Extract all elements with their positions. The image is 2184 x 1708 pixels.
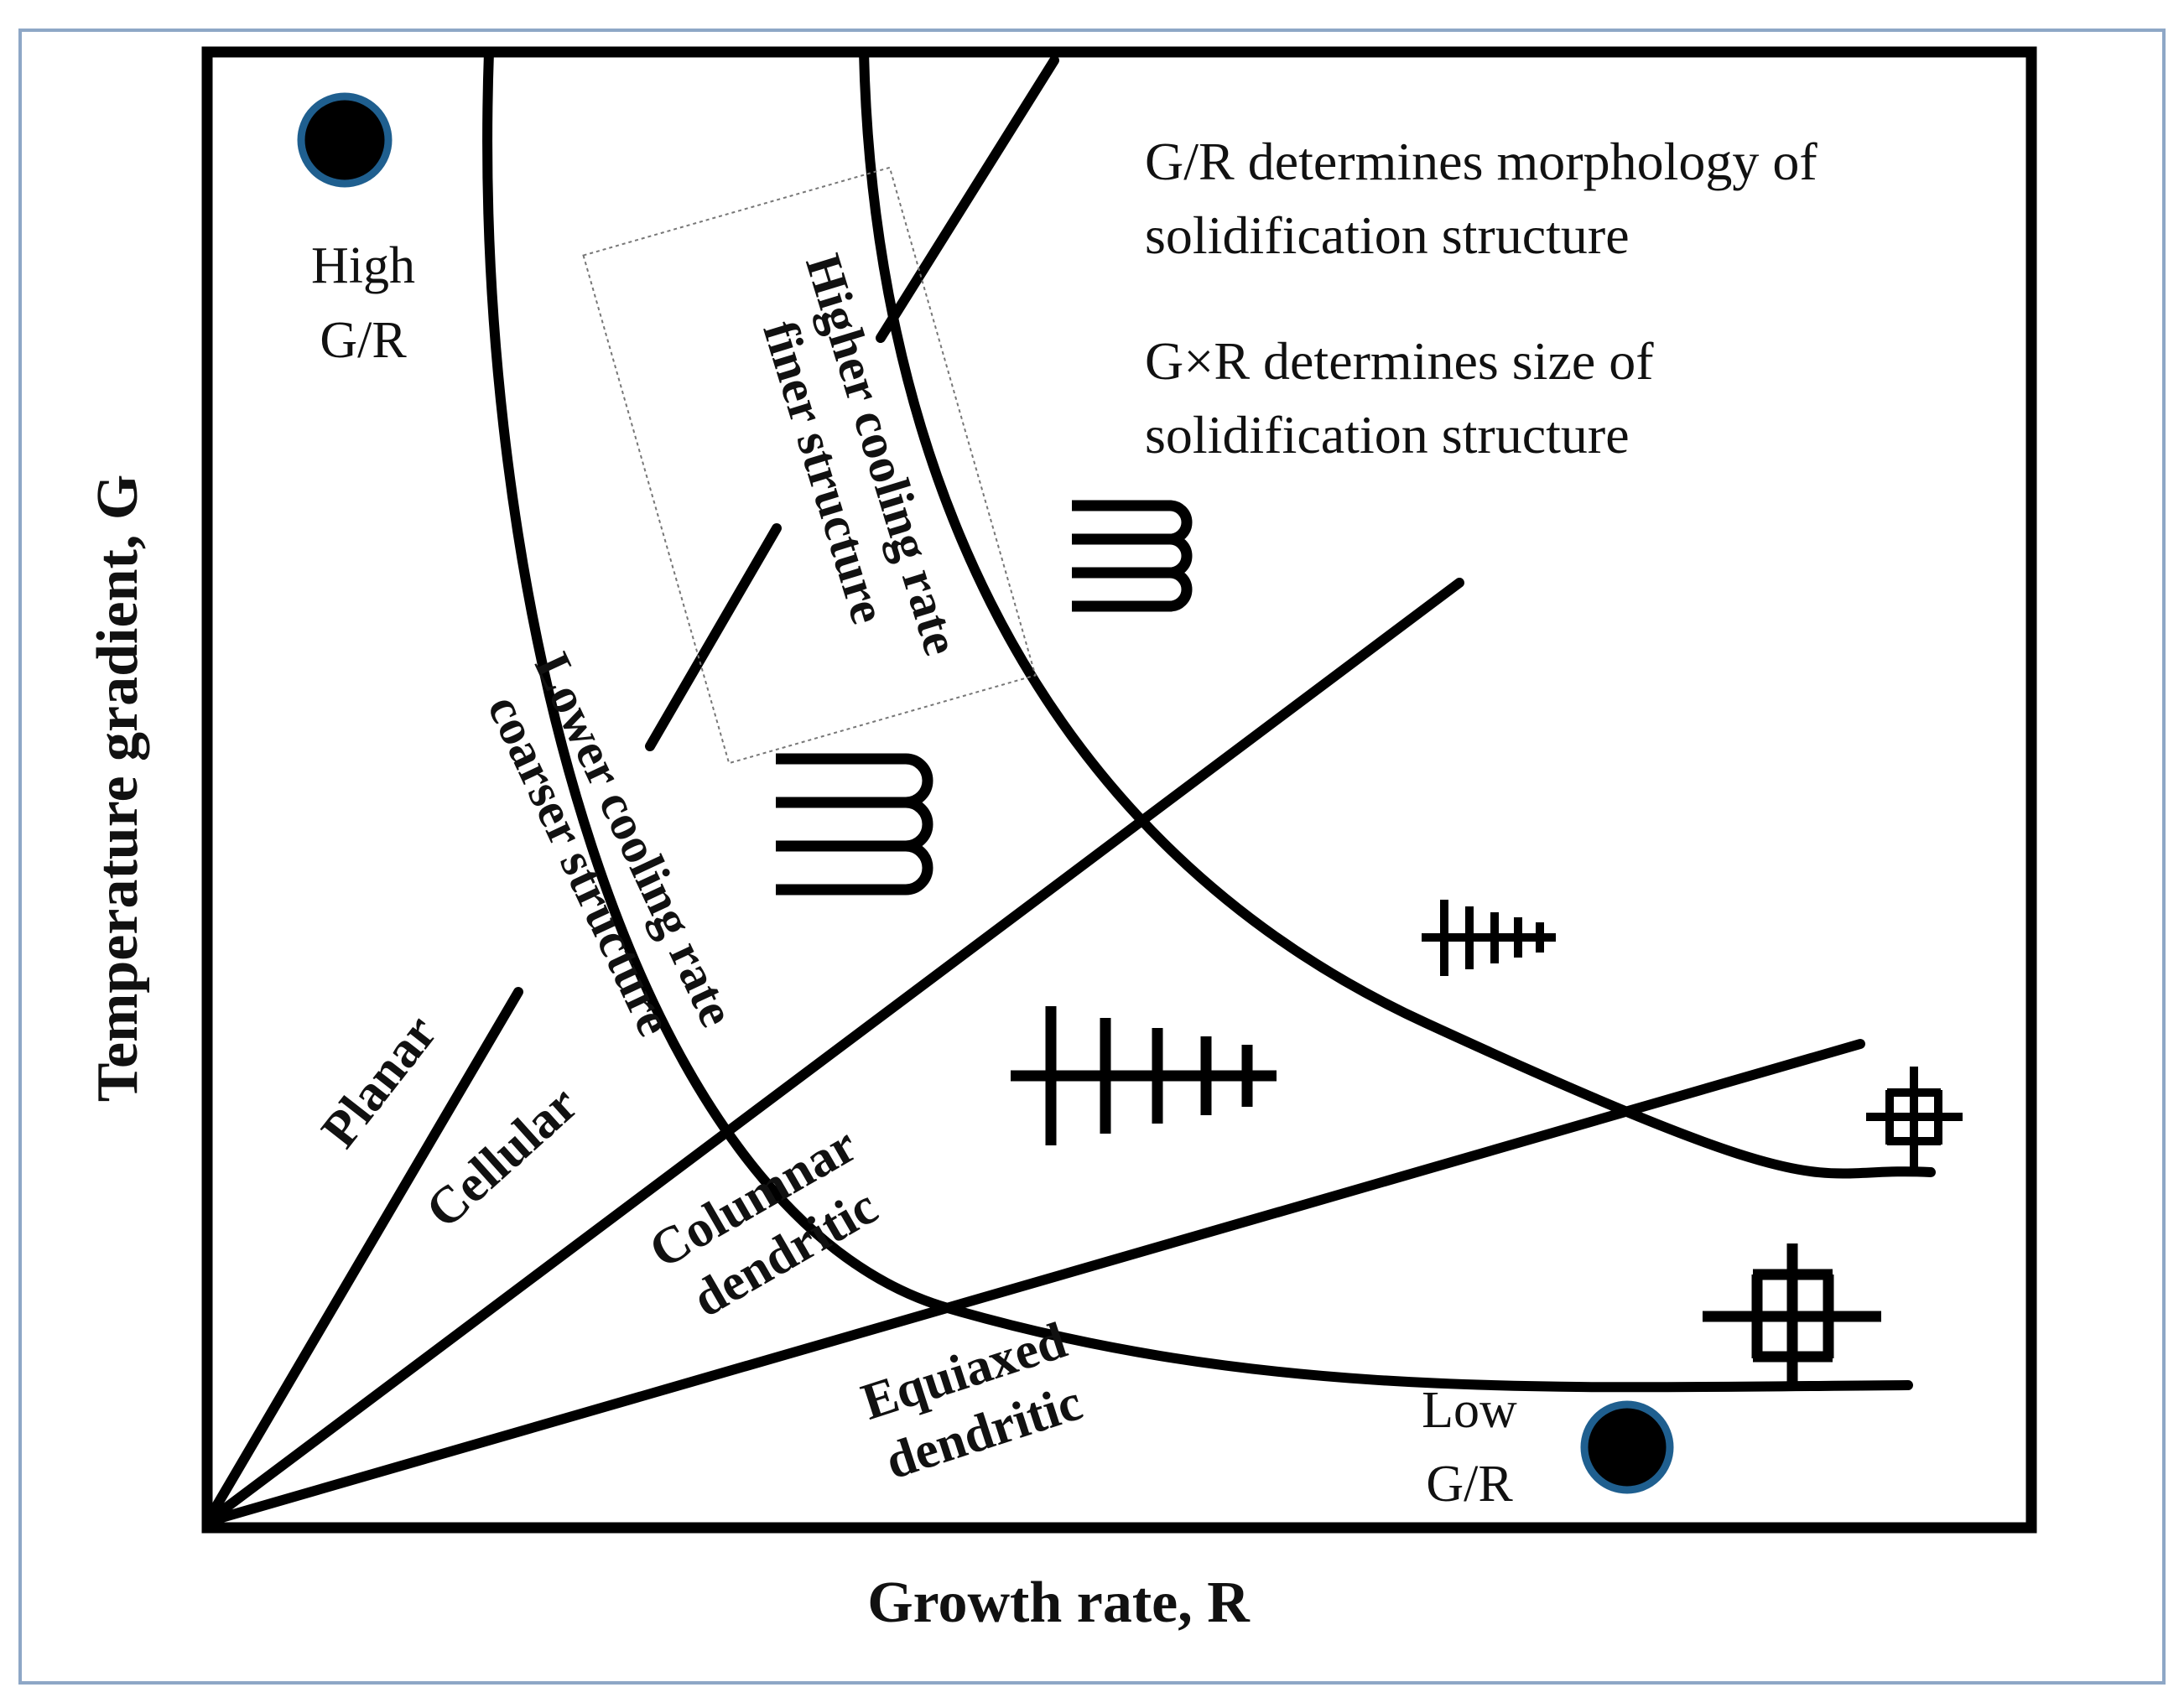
planar-cellular-boundary-line [202,987,523,1527]
fine-columnar-dendrite-icon [1422,900,1556,976]
cellular-region-label: Cellular [415,1075,589,1239]
low-gr-label-line2: G/R [1426,1456,1513,1513]
gr-ratio-note-line1: G/R determines morphology of [1145,132,1817,191]
coarse-columnar-dendrite-icon [1011,1006,1277,1145]
fine-cellular-structure-icon [1072,500,1193,612]
plot-box [201,46,2037,1534]
x-axis-label: Growth rate, R [867,1570,1251,1635]
fine-equiaxed-dendrite-icon [1866,1067,1963,1167]
coarse-cellular-structure-icon [776,753,933,896]
high-gr-label-line1: High [311,237,415,294]
high-gr-marker [297,92,393,188]
higher-cooling-rate-curve [859,47,1936,1179]
low-gr-marker [1580,1400,1674,1494]
higher-cooling-leader-line [645,523,782,751]
high-gr-label-line2: G/R [320,312,407,369]
low-gr-label-line1: Low [1422,1382,1517,1439]
gr-ratio-note-line2: solidification structure [1145,205,1630,265]
gxr-note-line2: solidification structure [1145,405,1630,465]
lower-cooling-rate-curve [482,47,1913,1393]
gr-ratio-leader-line [876,55,1059,343]
columnar-equiaxed-boundary-line [202,1039,1865,1527]
planar-region-label: Planar [310,1005,448,1158]
gxr-note-line1: G×R determines size of [1145,331,1654,391]
y-axis-label: Temperature gradient, G [86,475,150,1103]
coarse-equiaxed-dendrite-icon [1703,1243,1881,1389]
cellular-columnar-boundary-line [202,578,1464,1527]
